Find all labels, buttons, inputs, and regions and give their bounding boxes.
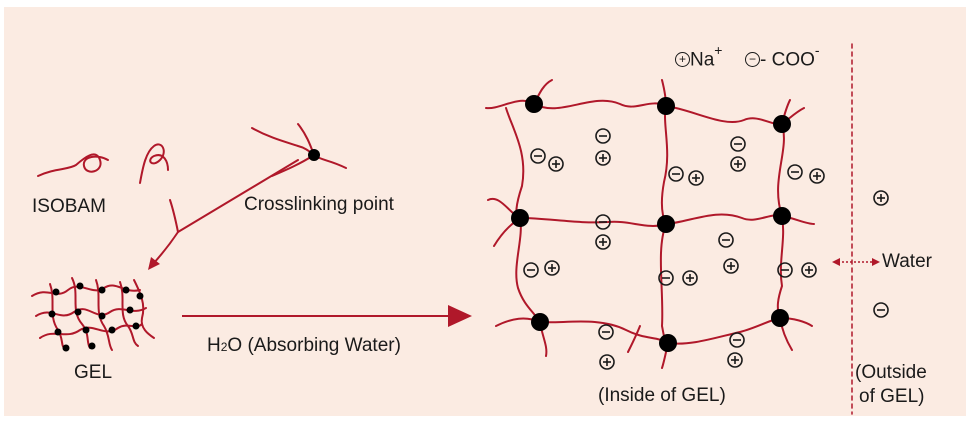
legend-sodium: +Na+ bbox=[675, 43, 722, 71]
sodium-ion-icon bbox=[809, 168, 825, 184]
sodium-ion-icon bbox=[595, 150, 611, 166]
sodium-ion-icon bbox=[688, 170, 704, 186]
sodium-ion-icon bbox=[548, 156, 564, 172]
sodium-ion-icon bbox=[801, 262, 817, 278]
crosslink-chain-a bbox=[251, 127, 315, 156]
carboxylate-ion-icon bbox=[668, 166, 684, 182]
network-nodes bbox=[511, 95, 791, 352]
h2o-subscript: 2 bbox=[220, 340, 228, 354]
sodium-ion-icon bbox=[873, 190, 889, 206]
carboxylate-ion-icon bbox=[718, 232, 734, 248]
sodium-ion-icon bbox=[723, 258, 739, 274]
sodium-ion-icon bbox=[544, 260, 560, 276]
merge-arrow-head bbox=[148, 257, 160, 270]
network-chain-h2 bbox=[487, 197, 815, 227]
crosslink-chain-b bbox=[297, 123, 347, 169]
inside-of-gel-label: (Inside of GEL) bbox=[598, 385, 726, 406]
gel-label: GEL bbox=[74, 362, 113, 383]
legend-plus-icon: + bbox=[675, 52, 690, 68]
outside-of-gel-label-line2: of GEL) bbox=[859, 386, 925, 407]
outside-of-gel-label-line1: (Outside bbox=[855, 362, 927, 383]
carboxylate-ion-icon bbox=[523, 262, 539, 278]
carboxylate-ion-icon bbox=[873, 302, 889, 318]
h2o-h: H bbox=[207, 335, 221, 356]
water-exchange-arrow bbox=[832, 258, 880, 266]
sodium-ion-icon bbox=[682, 270, 698, 286]
merge-arrow-right-branch bbox=[177, 159, 299, 233]
absorbing-water-arrow bbox=[182, 305, 472, 327]
gel-tangle-5 bbox=[71, 277, 91, 349]
legend-na-sup: + bbox=[714, 42, 723, 58]
carboxylate-ion-icon bbox=[730, 136, 746, 152]
legend-minus-icon: − bbox=[745, 52, 760, 68]
sodium-ion-icon bbox=[599, 354, 615, 370]
carboxylate-ion-icon bbox=[729, 332, 745, 348]
ion-symbols bbox=[523, 128, 889, 370]
legend-na-text: Na bbox=[690, 49, 715, 71]
legend-coo-text: - COO bbox=[760, 49, 815, 71]
crosslink-node bbox=[308, 149, 320, 161]
gel-tangle-8 bbox=[133, 279, 155, 339]
gel-tangle-nodes bbox=[48, 282, 144, 352]
diagram-background bbox=[4, 7, 966, 416]
water-label: Water bbox=[882, 251, 932, 272]
crosslinking-point-label: Crosslinking point bbox=[244, 194, 394, 215]
carboxylate-ion-icon bbox=[595, 128, 611, 144]
isobam-coil-right bbox=[139, 143, 169, 184]
carboxylate-ion-icon bbox=[598, 324, 614, 340]
carboxylate-ion-icon bbox=[658, 270, 674, 286]
sodium-ion-icon bbox=[730, 156, 746, 172]
absorbing-water-label: H2O (Absorbing Water) bbox=[207, 336, 401, 355]
isobam-coil-left bbox=[37, 153, 109, 177]
sodium-ion-icon bbox=[595, 234, 611, 250]
legend-carboxylate: −- COO- bbox=[745, 43, 820, 71]
carboxylate-ion-icon bbox=[777, 262, 793, 278]
merge-arrow-left-branch bbox=[169, 199, 179, 233]
gel-tangle-6 bbox=[95, 279, 113, 351]
isobam-label: ISOBAM bbox=[32, 196, 106, 217]
carboxylate-ion-icon bbox=[787, 164, 803, 180]
carboxylate-ion-icon bbox=[595, 214, 611, 230]
gel-tangle-7 bbox=[119, 281, 139, 347]
h2o-rest: O (Absorbing Water) bbox=[227, 335, 401, 356]
legend-coo-sup: - bbox=[814, 42, 820, 58]
network-end-3 bbox=[627, 325, 641, 353]
sodium-ion-icon bbox=[727, 352, 743, 368]
carboxylate-ion-icon bbox=[530, 148, 546, 164]
merge-arrow-stem bbox=[152, 231, 179, 265]
